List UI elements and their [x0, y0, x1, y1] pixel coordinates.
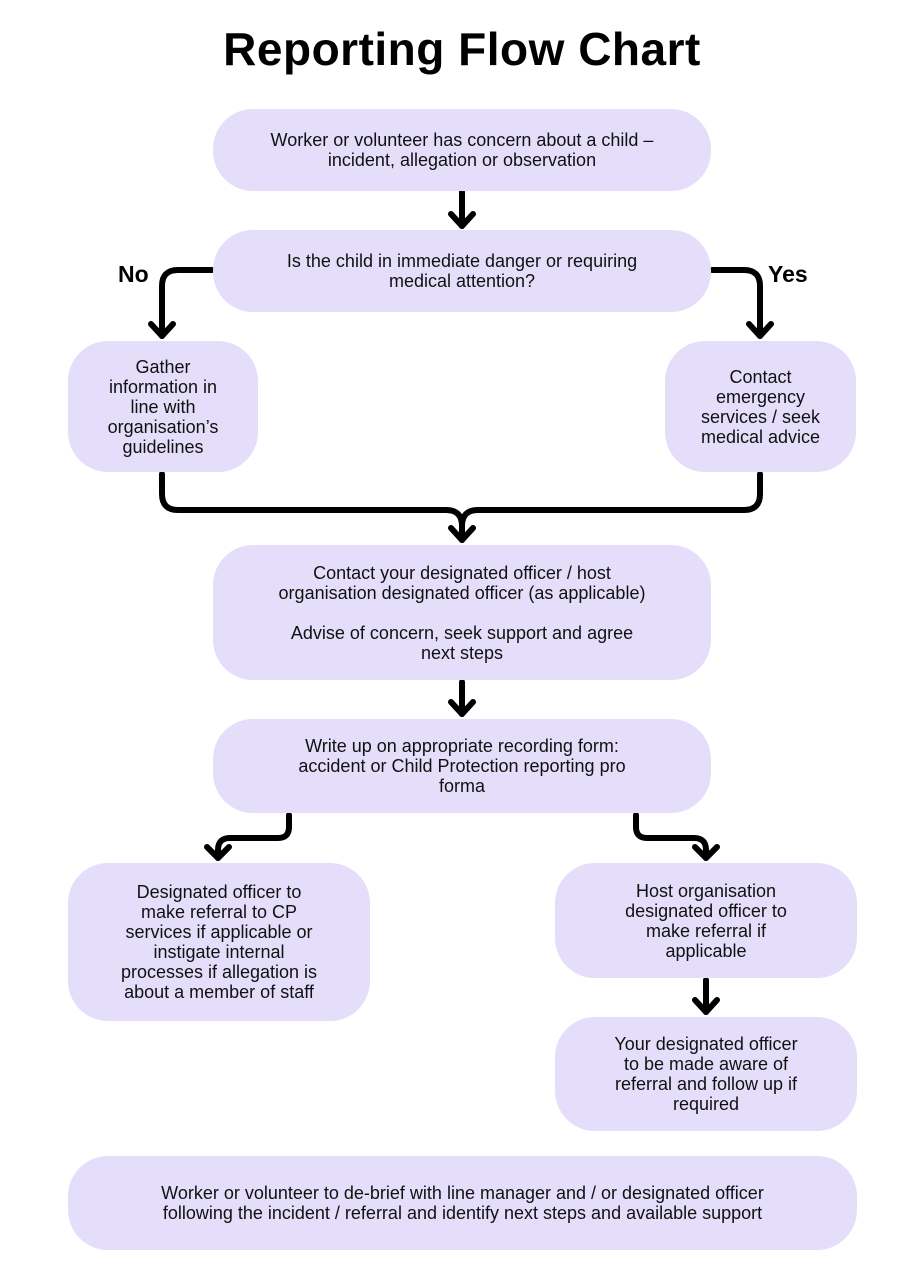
- page-title: Reporting Flow Chart: [223, 23, 701, 75]
- arrowhead-merge: [448, 525, 476, 543]
- node-emergency: Contact emergency services / seek medica…: [665, 341, 856, 472]
- node-gather-info: Gather information in line with organisa…: [68, 341, 258, 472]
- node-text-line: Contact your designated officer / host: [313, 562, 611, 583]
- node-text-line: medical advice: [700, 426, 821, 447]
- arrowhead-no-branch: [148, 321, 176, 339]
- node-text-line: required: [672, 1094, 740, 1114]
- node-text-line: to be made aware of: [623, 1054, 789, 1074]
- node-debrief: Worker or volunteer to de-brief with lin…: [68, 1156, 857, 1250]
- arrow-merge-left: [159, 471, 465, 543]
- branch-label-no: No: [118, 261, 149, 287]
- node-text-line: Is the child in immediate danger or requ…: [286, 251, 638, 271]
- arrowhead-writeup-left: [204, 844, 232, 861]
- node-contact-officer: Contact your designated officer / host o…: [213, 545, 711, 680]
- node-text-line: make referral to CP: [140, 902, 298, 922]
- node-aware-followup: Your designated officer to be made aware…: [555, 1017, 857, 1131]
- node-text-line: Write up on appropriate recording form:: [305, 736, 619, 756]
- node-text-line: incident, allegation or observation: [327, 150, 597, 170]
- node-text-line: accident or Child Protection reporting p…: [298, 756, 626, 776]
- arrowhead-concern-to-question: [448, 211, 476, 229]
- node-text-line: make referral if: [645, 920, 767, 941]
- node-text-line: Designated officer to: [136, 882, 302, 902]
- arrow-writeup-right: [633, 812, 709, 861]
- node-designated-referral: Designated officer to make referral to C…: [68, 863, 370, 1021]
- node-text-line: Host organisation: [635, 880, 777, 901]
- node-danger-question: Is the child in immediate danger or requ…: [213, 230, 711, 312]
- node-text-line: services if applicable or: [125, 922, 313, 942]
- arrowhead-yes-branch: [746, 321, 774, 339]
- node-text-line: Your designated officer: [614, 1034, 798, 1054]
- node-text-line: applicable: [665, 940, 747, 961]
- node-concern: Worker or volunteer has concern about a …: [213, 109, 711, 191]
- node-text-line: instigate internal: [153, 942, 285, 962]
- node-text-line: following the incident / referral and id…: [162, 1203, 763, 1223]
- node-text-line: referral and follow up if: [614, 1074, 798, 1094]
- node-text-line: guidelines: [122, 436, 204, 457]
- node-text-line: Worker or volunteer to de-brief with lin…: [161, 1183, 764, 1203]
- node-text-line: organisation designated officer (as appl…: [278, 582, 646, 603]
- node-text-line: next steps: [420, 642, 504, 663]
- arrow-merge-right: [459, 471, 763, 529]
- arrowhead-contact-to-writeup: [448, 699, 476, 717]
- node-text-line: Advise of concern, seek support and agre…: [290, 622, 634, 643]
- node-text-line: services / seek: [700, 406, 821, 427]
- arrow-no-branch: [159, 267, 215, 339]
- node-text-line: line with: [130, 396, 196, 417]
- node-text-line: emergency: [715, 386, 806, 407]
- arrowhead-writeup-right: [692, 844, 720, 861]
- node-text-line: processes if allegation is: [120, 962, 318, 982]
- node-text-line: organisation’s: [107, 416, 219, 437]
- node-text-line: forma: [438, 776, 485, 796]
- branch-label-yes: Yes: [768, 261, 808, 287]
- node-text-line: Worker or volunteer has concern about a …: [270, 130, 654, 150]
- node-text-line: information in: [108, 376, 218, 397]
- node-text-line: about a member of staff: [124, 982, 314, 1002]
- node-text-line: medical attention?: [388, 271, 536, 291]
- arrowhead-host-to-aware: [692, 997, 720, 1015]
- arrow-writeup-left: [215, 812, 292, 861]
- node-text-line: Gather: [135, 356, 191, 377]
- node-text-line: designated officer to: [625, 900, 787, 921]
- arrow-yes-branch: [709, 267, 763, 339]
- node-text-line: Contact: [729, 366, 792, 387]
- node-host-referral: Host organisation designated officer to …: [555, 863, 857, 978]
- node-write-up: Write up on appropriate recording form: …: [213, 719, 711, 813]
